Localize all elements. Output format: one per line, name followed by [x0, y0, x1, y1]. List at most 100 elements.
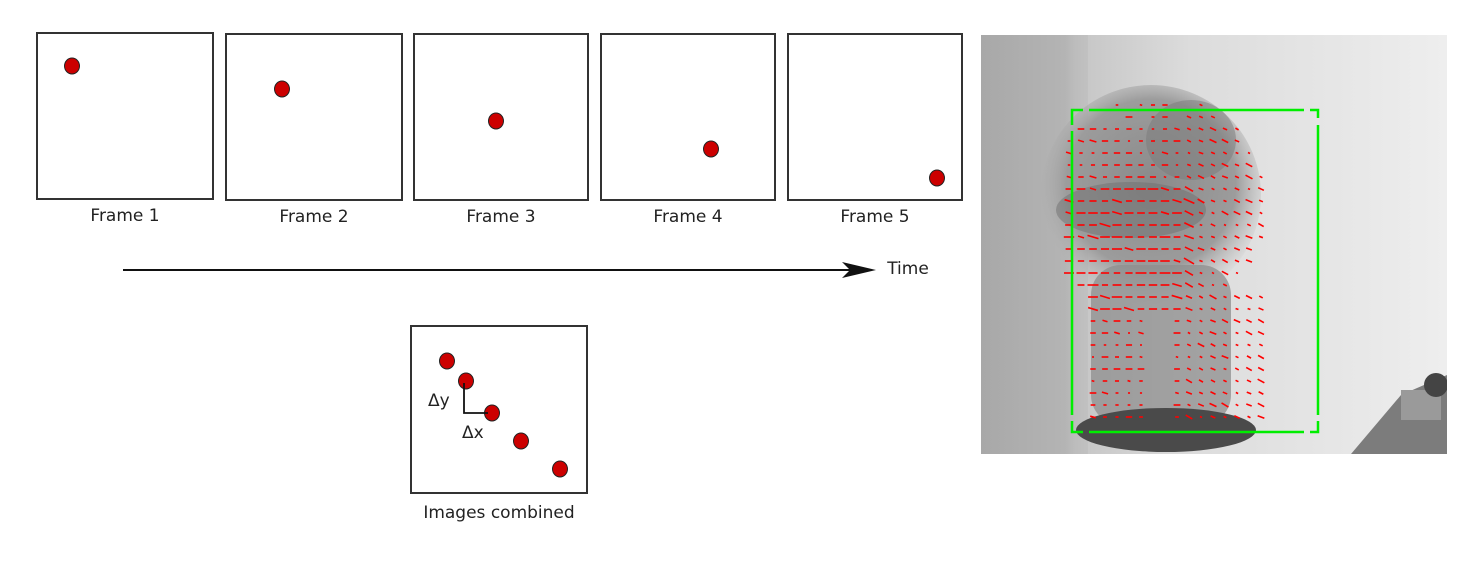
- frame-2-label: Frame 2: [279, 207, 349, 227]
- frame-4: [600, 33, 776, 201]
- flow-vector: [1245, 318, 1253, 324]
- flow-vector: [1198, 151, 1204, 155]
- flow-vector: [1245, 247, 1253, 251]
- optical-flow-photo: [981, 35, 1447, 454]
- flow-vector: [1210, 115, 1216, 119]
- flow-vector: [1211, 271, 1215, 275]
- flow-vector: [1198, 367, 1204, 371]
- flow-vector: [1247, 151, 1251, 155]
- flow-vector: [1257, 354, 1265, 360]
- flow-vector: [1210, 367, 1216, 371]
- flow-vector: [1245, 174, 1253, 180]
- flow-vector: [1139, 103, 1143, 107]
- flow-vector: [1198, 211, 1204, 215]
- background-equipment: [1351, 373, 1447, 454]
- flow-vector: [1210, 247, 1216, 251]
- flow-vector: [1198, 331, 1204, 335]
- flow-vector: [1198, 115, 1204, 119]
- flow-vector: [1139, 355, 1143, 359]
- flow-vector: [1210, 163, 1216, 167]
- flow-vector: [1223, 295, 1227, 299]
- flow-vector: [1246, 379, 1252, 383]
- flow-vector: [1199, 271, 1203, 275]
- combined-dot-5: [552, 460, 568, 478]
- time-arrow: [123, 262, 876, 278]
- flow-vector: [1257, 330, 1265, 336]
- combined-frame: Δy Δx: [410, 325, 588, 494]
- flow-vector: [1172, 198, 1182, 204]
- frame-5-label: Frame 5: [840, 207, 910, 227]
- flow-vector: [1172, 282, 1182, 288]
- flow-vector: [1258, 343, 1264, 347]
- flow-vector: [1245, 330, 1253, 336]
- flow-vector: [1259, 175, 1263, 179]
- flow-vector: [1089, 415, 1097, 419]
- flow-vector: [1258, 391, 1264, 395]
- frame-1-label: Frame 1: [90, 206, 160, 226]
- flow-vector: [1223, 187, 1227, 191]
- flow-vector: [1127, 379, 1131, 383]
- flow-vector: [1198, 295, 1204, 299]
- flow-vector: [1210, 379, 1216, 383]
- flow-vector: [1099, 222, 1111, 228]
- flow-vector: [1197, 174, 1205, 180]
- flow-vector: [1223, 415, 1227, 419]
- flow-vector: [1245, 235, 1253, 239]
- flow-vector: [1198, 391, 1204, 395]
- flow-vector: [1223, 367, 1227, 371]
- flow-vector: [1210, 175, 1216, 179]
- flow-vector: [1185, 391, 1193, 395]
- flow-vector: [1210, 415, 1216, 419]
- flow-vector: [1091, 379, 1095, 383]
- flow-vector: [1221, 210, 1229, 216]
- frame-3-dot: [487, 112, 504, 130]
- flow-vector: [1184, 246, 1194, 252]
- frame-1: [36, 32, 214, 200]
- flow-vector: [1245, 294, 1253, 300]
- flow-vector: [1173, 259, 1181, 263]
- flow-vector: [1246, 223, 1252, 227]
- flow-vector: [1209, 331, 1217, 335]
- delta-y-label: Δy: [428, 391, 450, 411]
- flow-vector: [1257, 222, 1265, 228]
- flow-vector: [1235, 355, 1239, 359]
- flow-vector: [1245, 366, 1253, 372]
- flow-vector: [1221, 354, 1229, 360]
- flow-vector: [1099, 294, 1111, 300]
- frame-2: [225, 33, 403, 201]
- optical-flow-vectors: [1063, 103, 1265, 420]
- flow-vector: [1184, 222, 1194, 228]
- flow-vector: [1221, 138, 1229, 144]
- flow-vector: [1112, 210, 1122, 216]
- flow-vector: [1210, 235, 1216, 239]
- flow-vector: [1185, 294, 1193, 300]
- flow-vector: [1258, 295, 1264, 299]
- flow-vector: [1234, 415, 1240, 419]
- time-arrow-head: [842, 262, 876, 278]
- flow-vector: [1199, 319, 1203, 323]
- flow-vector: [1223, 331, 1227, 335]
- flow-vector: [1235, 403, 1239, 407]
- flow-vector: [1210, 307, 1216, 311]
- flow-vector: [1258, 307, 1264, 311]
- frame-5: [787, 33, 963, 201]
- flow-vector: [1199, 307, 1203, 311]
- flow-vector: [1257, 186, 1265, 192]
- flow-vector: [1066, 175, 1072, 179]
- flow-vector: [1234, 187, 1240, 191]
- flow-vector: [1160, 211, 1170, 215]
- flow-vector: [1211, 187, 1215, 191]
- flow-vector: [1184, 210, 1194, 216]
- flow-vector: [1186, 163, 1192, 167]
- flow-vector: [1223, 199, 1227, 203]
- flow-vector: [1198, 139, 1204, 143]
- flow-vector: [1223, 235, 1227, 239]
- flow-vector: [1210, 259, 1216, 263]
- flow-vector: [1211, 211, 1215, 215]
- flow-vector: [1235, 331, 1239, 335]
- flow-vector: [1209, 126, 1217, 132]
- flow-vector: [1087, 234, 1099, 240]
- flow-vector: [1102, 319, 1108, 323]
- flow-vector: [1187, 151, 1191, 155]
- time-label: Time: [887, 259, 929, 279]
